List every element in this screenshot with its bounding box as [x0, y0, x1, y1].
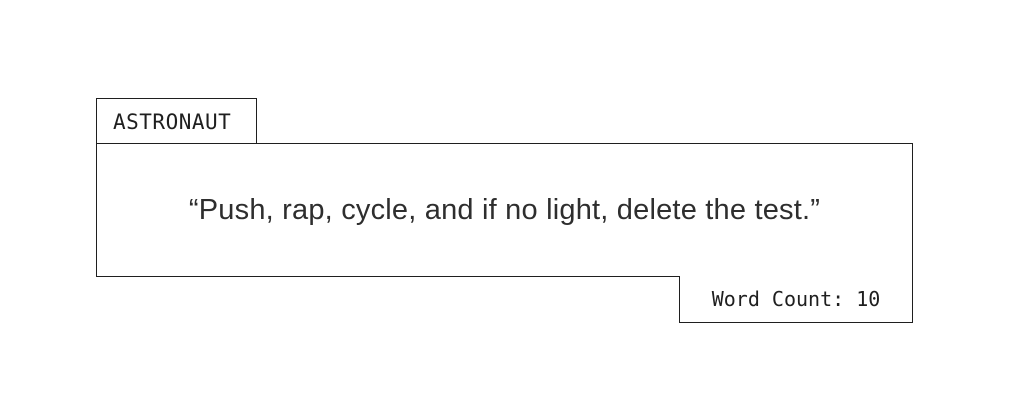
speaker-label: ASTRONAUT	[96, 98, 257, 144]
quote-box: “Push, rap, cycle, and if no light, dele…	[96, 143, 913, 277]
word-count-badge: Word Count: 10	[679, 276, 913, 323]
quote-text: “Push, rap, cycle, and if no light, dele…	[188, 193, 821, 226]
